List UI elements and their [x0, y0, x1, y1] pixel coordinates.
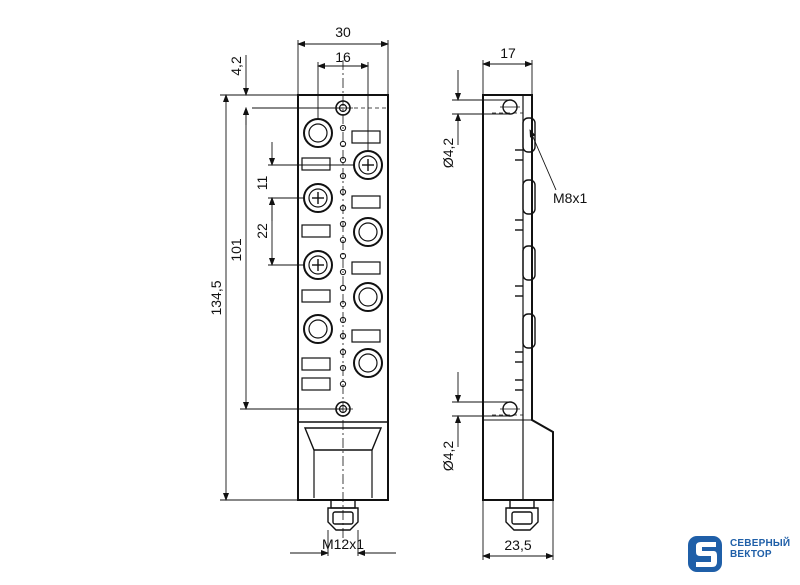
- dim-11: 11: [254, 176, 270, 191]
- front-view: [297, 60, 389, 545]
- dim-m8x1: M8x1: [553, 190, 587, 206]
- dim-23-5: 23,5: [504, 537, 531, 553]
- m12-connector-side: [505, 499, 539, 531]
- logo-line-1: СЕВЕРНЫЙ: [730, 538, 791, 549]
- socket-right-1: [353, 150, 383, 180]
- front-dimensions: [220, 40, 396, 556]
- label-windows: [301, 130, 381, 391]
- dim-m12x1: M12x1: [322, 536, 364, 552]
- side-bottom-hole: [500, 401, 520, 417]
- socket-left-1: [303, 118, 333, 148]
- socket-right-4: [353, 348, 383, 378]
- left-sockets: [303, 118, 333, 344]
- side-view: [482, 94, 554, 531]
- led-dots: [339, 124, 347, 388]
- side-top-hole: [500, 99, 520, 115]
- socket-left-4: [303, 314, 333, 344]
- logo-icon: [688, 536, 722, 572]
- socket-left-3: [303, 250, 333, 280]
- logo-text: СЕВЕРНЫЙ ВЕКТОР: [730, 538, 790, 560]
- side-sockets: [515, 117, 536, 391]
- socket-right-2: [353, 217, 383, 247]
- dim-22: 22: [254, 223, 270, 239]
- m12-connector-front: [327, 499, 359, 531]
- brand-logo: СЕВЕРНЫЙ ВЕКТОР: [686, 532, 796, 578]
- dim-4-2: 4,2: [228, 56, 244, 76]
- dim-134-5: 134,5: [208, 280, 224, 315]
- side-body-outline: [482, 94, 554, 501]
- logo-line-2: ВЕКТОР: [730, 549, 772, 560]
- dim-hole-bottom: Ø4,2: [440, 441, 456, 472]
- dim-hole-top: Ø4,2: [440, 138, 456, 169]
- dim-16: 16: [335, 49, 351, 65]
- side-dimensions: [452, 60, 557, 560]
- socket-right-3: [353, 282, 383, 312]
- right-sockets: [353, 150, 383, 378]
- dim-101: 101: [228, 238, 244, 262]
- socket-left-2: [303, 183, 333, 213]
- dim-17: 17: [500, 45, 516, 61]
- dim-30: 30: [335, 24, 351, 40]
